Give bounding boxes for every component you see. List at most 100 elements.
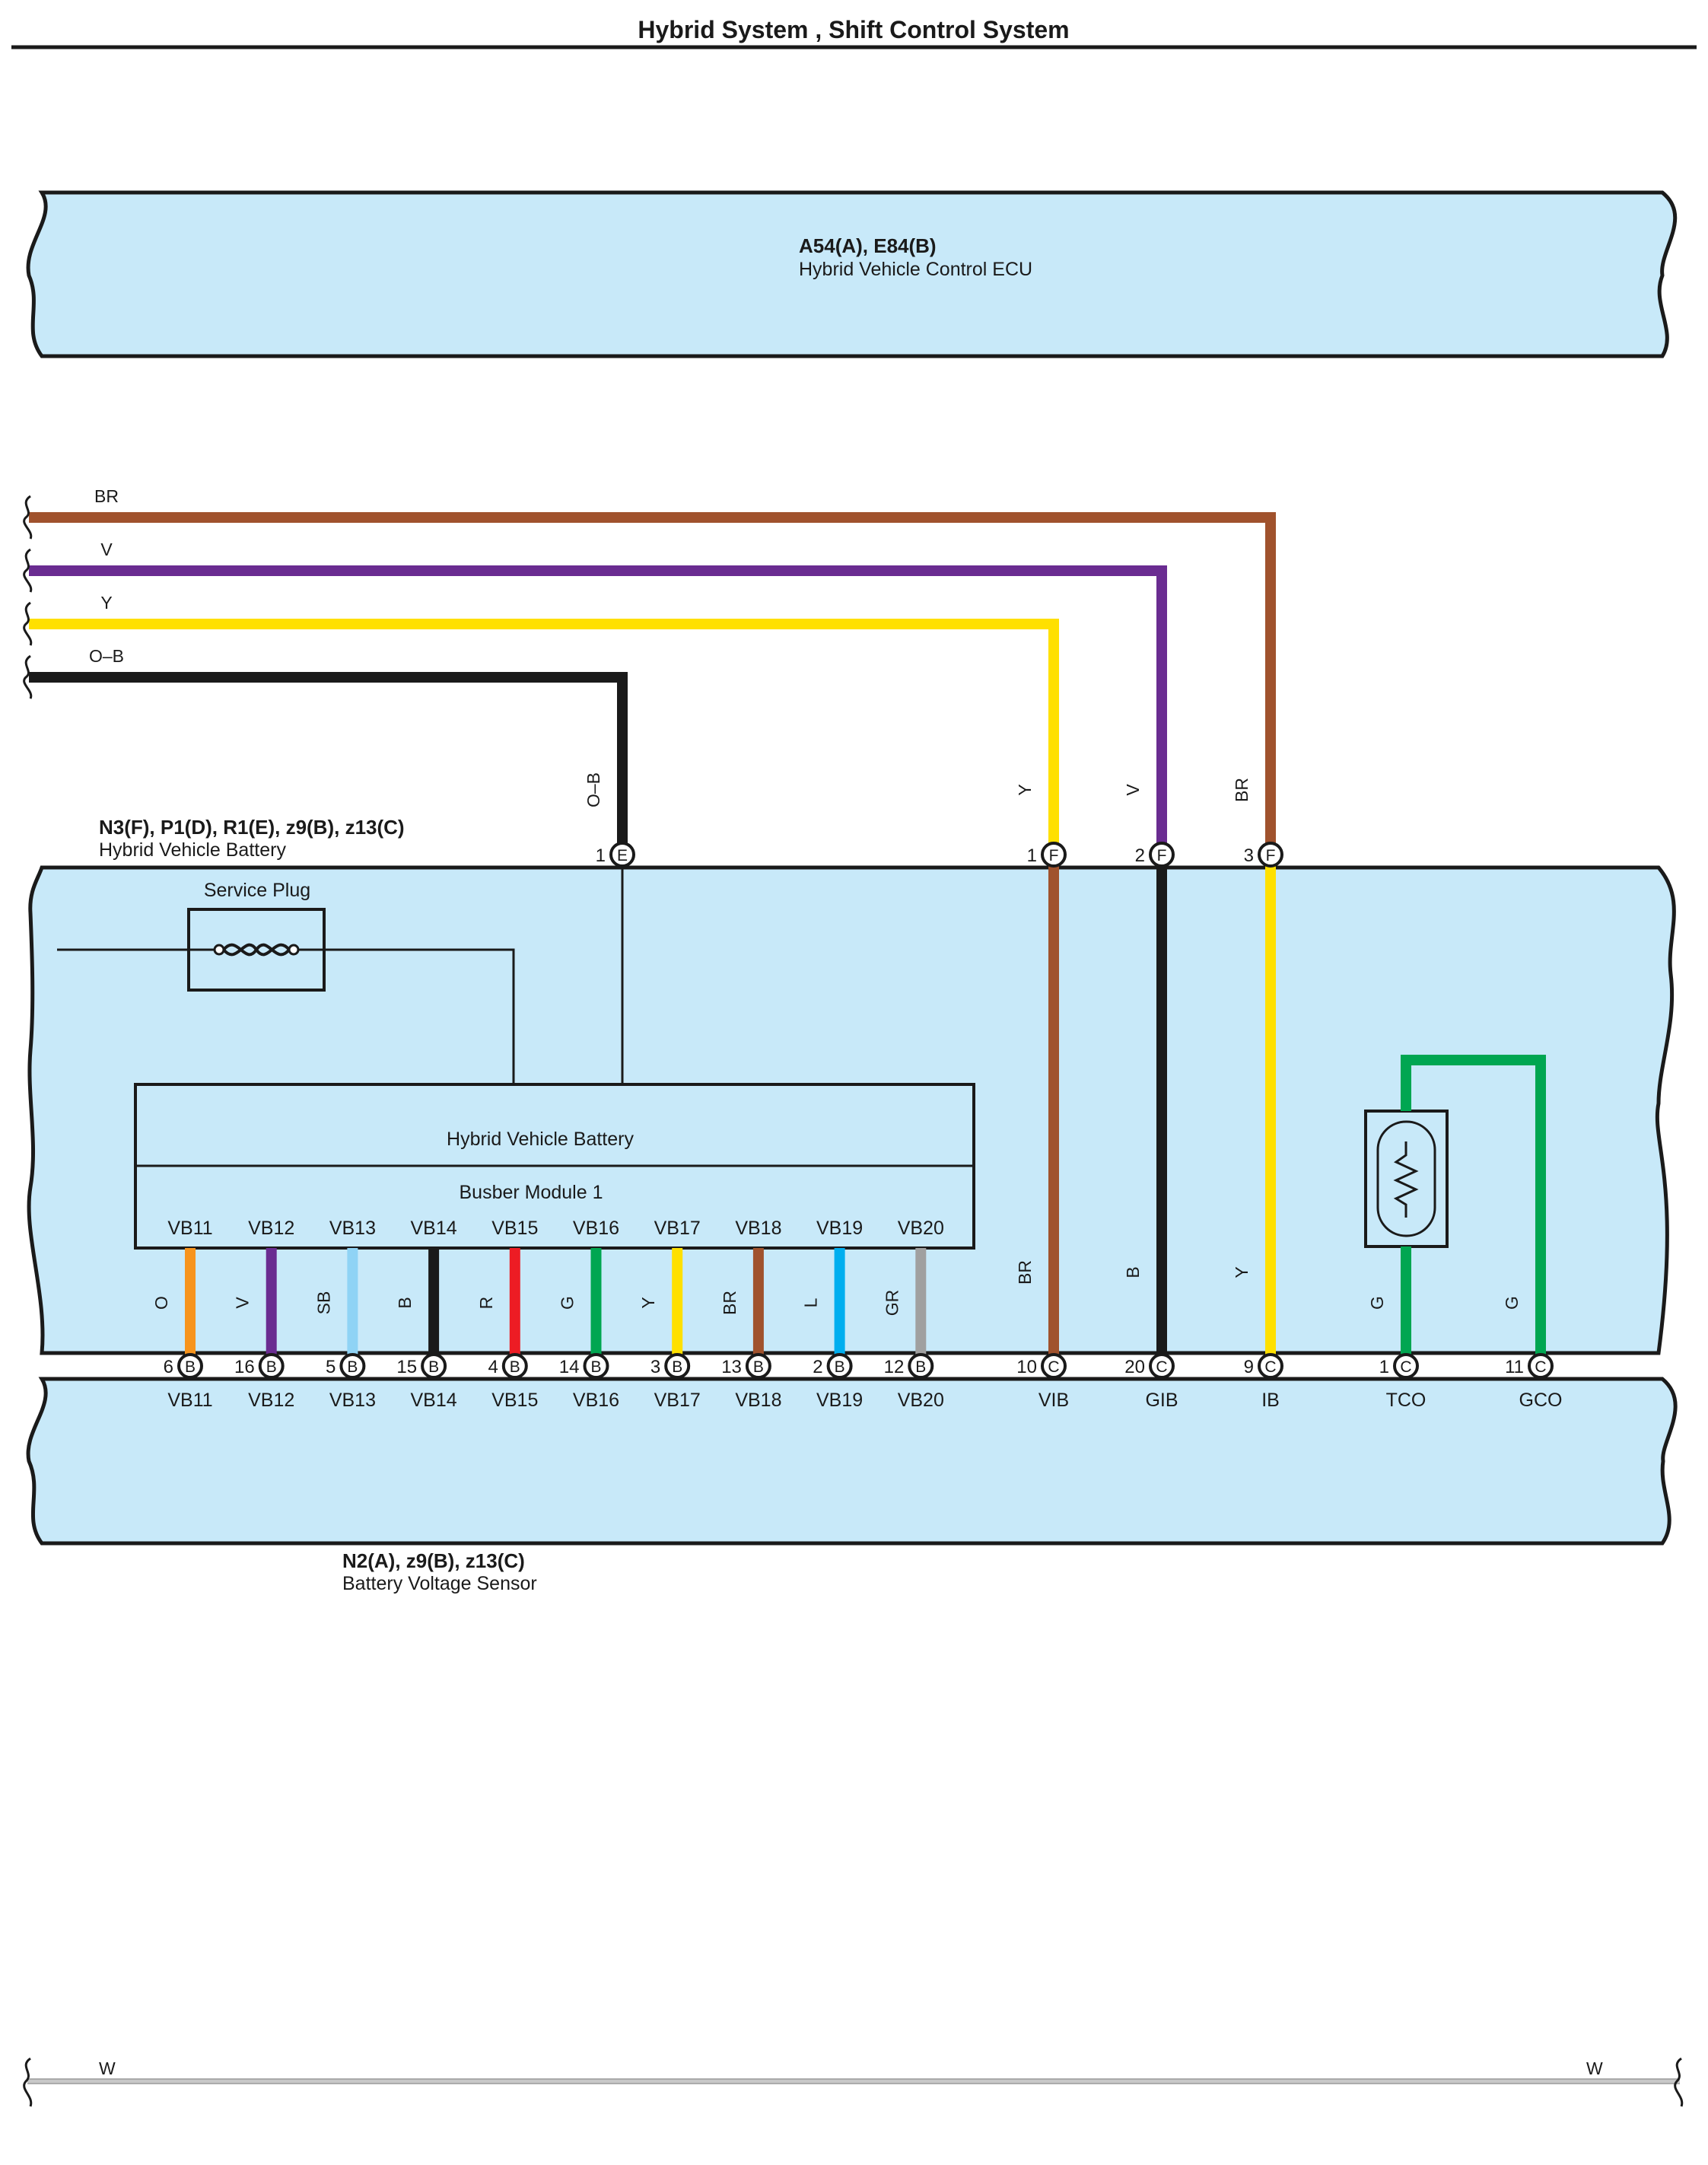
wire-v-top [29, 565, 1167, 845]
top-connector-1-number: 1 [1027, 845, 1037, 866]
connector-vb16-number: 14 [559, 1357, 580, 1377]
battery-code: N3(F), P1(D), R1(E), z9(B), z13(C) [99, 816, 405, 839]
connector-vb16-ring [583, 1353, 609, 1379]
connector-vb11-ring [177, 1353, 203, 1379]
busbar-wire-label-8: L [801, 1297, 821, 1307]
service-plug-terminal-left [213, 944, 225, 956]
connector-vb14-number: 15 [396, 1357, 417, 1377]
sensor-wire-label-3: G [1367, 1296, 1387, 1310]
connector-vb11-number: 6 [164, 1357, 173, 1377]
connector-vb18-ring [745, 1353, 771, 1379]
connector-gib: C20 [1124, 1353, 1175, 1379]
connector-vb20: B12 [884, 1353, 934, 1379]
sensor-terminal-vb18: VB18 [735, 1390, 781, 1411]
sensor-terminal-vb13: VB13 [329, 1390, 376, 1411]
top-connector-2-letter: F [1157, 847, 1167, 864]
wire-thermistor-loop [1401, 1055, 1546, 1355]
sensor-name: Battery Voltage Sensor [342, 1573, 537, 1594]
wire-o-b-top-stripe [29, 672, 628, 845]
sensor-code: N2(A), z9(B), z13(C) [342, 1549, 525, 1572]
sensor-terminal-vb17: VB17 [654, 1390, 701, 1411]
connector-vib-number: 10 [1016, 1357, 1037, 1377]
top-connector-0: E1 [596, 842, 635, 868]
connector-vb17-ring [664, 1353, 691, 1379]
connector-tco: C1 [1379, 1353, 1419, 1379]
connector-vb20-ring [908, 1353, 934, 1379]
ecu-box [26, 190, 1678, 358]
connector-gco-ring [1528, 1353, 1554, 1379]
busbar-wire-label-7: BR [720, 1291, 739, 1315]
ground-wire-break-left [23, 2057, 33, 2107]
busbar-wire-label-1: V [233, 1297, 253, 1309]
thermistor-body [1376, 1120, 1436, 1237]
connector-tco-number: 1 [1379, 1357, 1389, 1377]
top-wire-label-3: O–B [89, 646, 124, 666]
top-connector-1-letter: F [1049, 847, 1059, 864]
busbar-wire-label-2: SB [313, 1291, 333, 1315]
top-connector-wire-label-1: Y [1015, 784, 1035, 795]
sensor-terminal-vb15: VB15 [491, 1390, 538, 1411]
connector-gco-number: 11 [1505, 1357, 1524, 1377]
top-connector-3-ring [1258, 842, 1283, 868]
busbar-wire-label-9: GR [882, 1290, 902, 1317]
top-wire-label-1: V [100, 540, 113, 559]
busbar-terminal-vb14: VB14 [411, 1218, 457, 1239]
service-plug-terminal-right [288, 944, 300, 956]
sensor-terminal-vb20: VB20 [898, 1390, 944, 1411]
connector-vb12: B16 [234, 1353, 285, 1379]
connector-vib-letter: C [1048, 1358, 1059, 1376]
battery-name: Hybrid Vehicle Battery [99, 839, 286, 861]
connector-vb19-letter: B [835, 1358, 845, 1376]
connector-vb13: B5 [326, 1353, 366, 1379]
connector-vb15: B4 [488, 1353, 528, 1379]
connector-ib-ring [1258, 1353, 1283, 1379]
connector-vb12-ring [258, 1353, 285, 1379]
top-connector-wire-label-3: BR [1232, 778, 1252, 802]
busbar-wire-label-3: B [395, 1297, 415, 1308]
sensor-box [26, 1377, 1678, 1546]
fuse-icon-strand [222, 943, 291, 957]
ground-wire-break-right [1674, 2057, 1684, 2107]
top-wire-break-1 [23, 548, 33, 593]
ecu-code: A54(A), E84(B) [799, 234, 937, 257]
inner-battery-label: Hybrid Vehicle Battery [447, 1129, 634, 1150]
connector-vb15-ring [501, 1353, 528, 1379]
connector-gib-ring [1149, 1353, 1175, 1379]
busbar-terminal-vb13: VB13 [329, 1218, 376, 1239]
top-connector-0-ring [609, 842, 635, 868]
sensor-terminal-vib: VIB [1038, 1390, 1069, 1411]
busbar-label: Busber Module 1 [459, 1182, 603, 1203]
top-connector-wire-label-0: O–B [584, 772, 603, 807]
busbar-terminal-vb20: VB20 [898, 1218, 944, 1239]
top-connector-0-letter: E [617, 847, 628, 864]
top-connector-1: F1 [1027, 842, 1067, 868]
sensor-wire-label-2: Y [1232, 1266, 1252, 1278]
sensor-terminal-gib: GIB [1145, 1390, 1178, 1411]
sensor-terminal-gco: GCO [1519, 1390, 1563, 1411]
service-plug-label: Service Plug [204, 880, 310, 901]
connector-vb14-letter: B [428, 1358, 439, 1376]
wires-layer [29, 512, 1546, 1355]
connector-vb17-number: 3 [650, 1357, 660, 1377]
connector-ib-letter: C [1264, 1358, 1276, 1376]
busbar-wire-label-4: R [476, 1297, 496, 1310]
busbar-terminal-vb17: VB17 [654, 1218, 701, 1239]
connector-ib: C9 [1244, 1353, 1283, 1379]
page-title: Hybrid System , Shift Control System [638, 16, 1069, 43]
wire-y-top [29, 619, 1059, 845]
connector-vb13-ring [339, 1353, 366, 1379]
connector-vb15-letter: B [510, 1358, 520, 1376]
connector-vb13-number: 5 [326, 1357, 336, 1377]
sensor-terminal-vb11: VB11 [167, 1390, 212, 1411]
connector-vb17-letter: B [672, 1358, 682, 1376]
connector-vb17: B3 [650, 1353, 691, 1379]
connector-vb14-ring [421, 1353, 447, 1379]
connector-vb18-letter: B [753, 1358, 764, 1376]
top-connector-3-number: 3 [1244, 845, 1254, 866]
busbar-terminal-vb19: VB19 [816, 1218, 863, 1239]
busbar-terminal-vb18: VB18 [735, 1218, 781, 1239]
busbar-wire-label-0: O [151, 1296, 171, 1310]
connector-vb12-letter: B [266, 1358, 277, 1376]
busbar-wire-label-6: Y [638, 1297, 658, 1308]
